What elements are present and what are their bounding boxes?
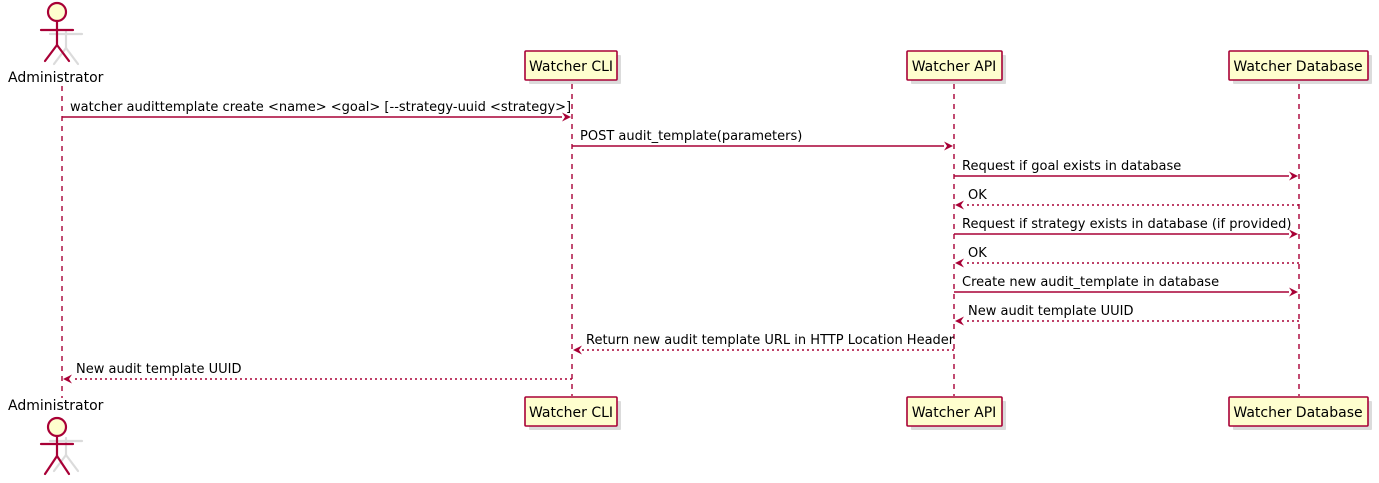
message-2: POST audit_template(parameters) bbox=[572, 129, 953, 151]
participant-label-watcher-api-bottom: Watcher API bbox=[912, 405, 997, 421]
participant-label-watcher-cli-bottom: Watcher CLI bbox=[529, 405, 613, 421]
participant-label-watcher-api-top: Watcher API bbox=[912, 59, 997, 75]
message-arrowhead bbox=[573, 345, 582, 355]
box-frame bbox=[1228, 396, 1369, 427]
participant-box-watcher-cli-bottom[interactable]: Watcher CLI bbox=[524, 396, 621, 430]
message-label: OK bbox=[968, 188, 987, 203]
box-frame bbox=[906, 396, 1003, 427]
message-arrowhead bbox=[944, 141, 953, 151]
message-arrowhead bbox=[955, 316, 964, 326]
message-arrowhead bbox=[955, 258, 964, 268]
message-label: Create new audit_template in database bbox=[962, 275, 1219, 290]
participant-label-watcher-database-bottom: Watcher Database bbox=[1233, 405, 1362, 421]
participant-box-watcher-database-top[interactable]: Watcher Database bbox=[1228, 50, 1372, 84]
actor-head-icon-bottom bbox=[46, 416, 68, 438]
participant-label-watcher-cli-top: Watcher CLI bbox=[529, 59, 613, 75]
message-label: OK bbox=[968, 246, 987, 261]
actor-administrator-bottom[interactable]: Administrator bbox=[8, 398, 104, 476]
box-frame bbox=[524, 396, 618, 427]
message-arrowhead bbox=[1289, 171, 1298, 181]
message-arrowhead bbox=[63, 374, 72, 384]
box-frame bbox=[906, 50, 1003, 81]
message-label: Request if goal exists in database bbox=[962, 159, 1181, 174]
message-10: New audit template UUID bbox=[63, 362, 572, 384]
box-frame bbox=[524, 50, 618, 81]
message-label: watcher audittemplate create <name> <goa… bbox=[70, 100, 571, 115]
message-1: watcher audittemplate create <name> <goa… bbox=[62, 100, 571, 122]
actor-shadow-bottom bbox=[48, 436, 84, 473]
message-label: Return new audit template URL in HTTP Lo… bbox=[586, 333, 955, 348]
message-9: Return new audit template URL in HTTP Lo… bbox=[573, 333, 955, 355]
message-arrowhead bbox=[1289, 287, 1298, 297]
actor-body-icon bbox=[39, 19, 75, 63]
message-arrowhead bbox=[562, 112, 571, 122]
message-3: Request if goal exists in database bbox=[954, 159, 1298, 181]
message-6: OK bbox=[955, 246, 1299, 268]
message-7: Create new audit_template in database bbox=[954, 275, 1298, 297]
message-label: New audit template UUID bbox=[968, 304, 1133, 319]
message-4: OK bbox=[955, 188, 1299, 210]
messages-layer: watcher audittemplate create <name> <goa… bbox=[62, 100, 1299, 384]
message-8: New audit template UUID bbox=[955, 304, 1299, 326]
message-label: Request if strategy exists in database (… bbox=[962, 217, 1291, 232]
lifelines bbox=[61, 84, 1300, 398]
message-arrowhead bbox=[955, 200, 964, 210]
actor-body-icon-bottom bbox=[39, 434, 75, 476]
box-frame bbox=[1228, 50, 1369, 81]
message-arrowhead bbox=[1289, 229, 1298, 239]
participant-label-watcher-database-top: Watcher Database bbox=[1233, 59, 1362, 75]
message-5: Request if strategy exists in database (… bbox=[954, 217, 1298, 239]
message-label: POST audit_template(parameters) bbox=[580, 129, 802, 144]
actor-head-icon bbox=[46, 1, 68, 23]
participant-box-watcher-api-bottom[interactable]: Watcher API bbox=[906, 396, 1006, 430]
participant-box-watcher-cli-top[interactable]: Watcher CLI bbox=[524, 50, 621, 84]
participant-box-watcher-api-top[interactable]: Watcher API bbox=[906, 50, 1006, 84]
participant-box-watcher-database-bottom[interactable]: Watcher Database bbox=[1228, 396, 1372, 430]
actor-administrator-top[interactable]: Administrator bbox=[8, 1, 104, 86]
message-label: New audit template UUID bbox=[76, 362, 241, 377]
actor-label-administrator-bottom: Administrator bbox=[8, 398, 104, 414]
actor-shadow-top bbox=[48, 29, 84, 66]
actor-label-administrator-top: Administrator bbox=[8, 70, 104, 86]
